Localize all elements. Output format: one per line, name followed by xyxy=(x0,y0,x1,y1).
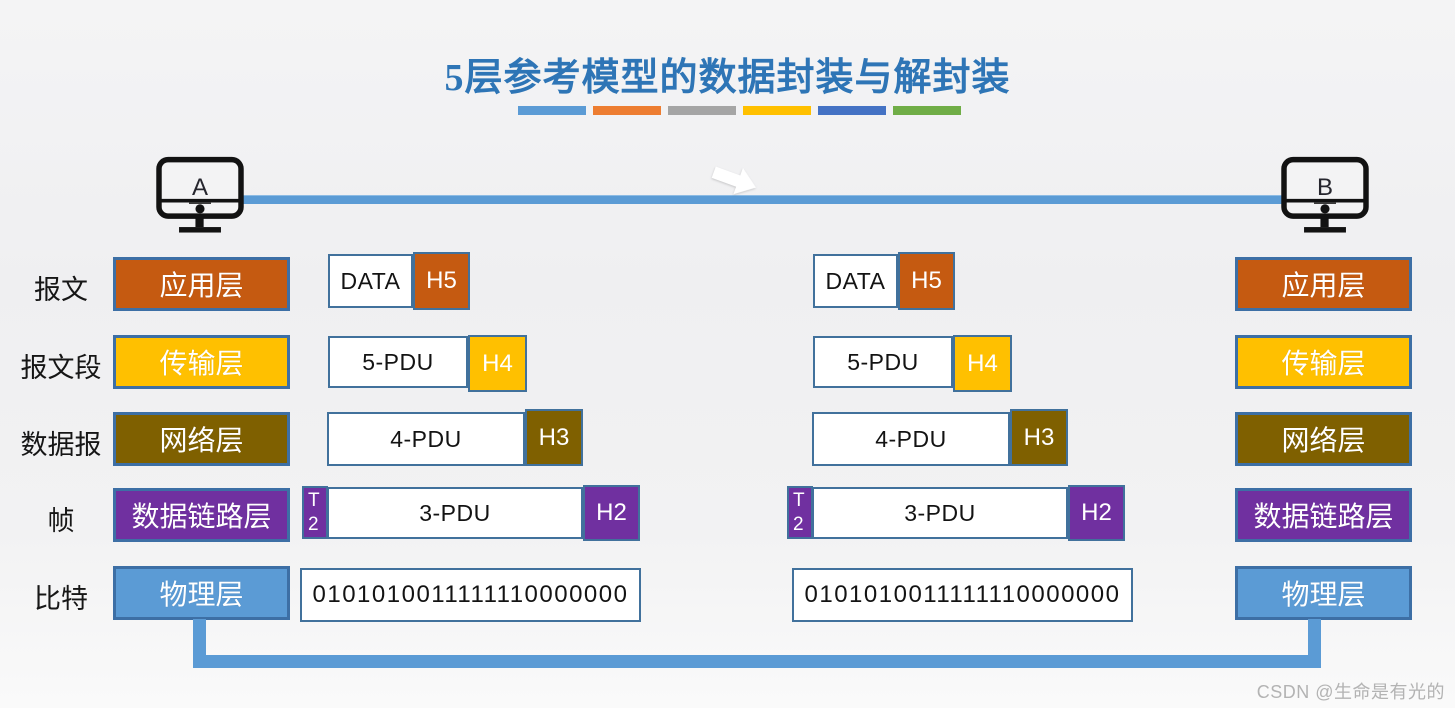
host-a: A xyxy=(154,156,246,238)
host-b-label: B xyxy=(1279,174,1371,204)
host-a-label: A xyxy=(154,174,246,204)
pdu-header-h5-right: H5 xyxy=(898,252,955,310)
layer-label: 应用层 xyxy=(159,271,244,302)
layer-box-transport-right: 传输层 xyxy=(1235,335,1412,389)
pdu-payload-5pdu-left: 5-PDU xyxy=(328,336,468,388)
monitor-b-icon xyxy=(1281,156,1369,233)
pdu-payload-3pdu-left: 3-PDU xyxy=(327,487,583,539)
divider-dash-darkblue xyxy=(818,106,886,115)
layer-label: 网络层 xyxy=(1281,426,1366,457)
divider-dash-blue xyxy=(518,106,586,115)
unit-label-message: 报文 xyxy=(34,275,88,305)
layer-box-transport-left: 传输层 xyxy=(113,335,290,389)
layer-label: 网络层 xyxy=(159,426,244,457)
layer-box-application-right: 应用层 xyxy=(1235,257,1412,311)
pdu-trailer-t2-left: T2 xyxy=(302,486,328,539)
layer-label: 数据链路层 xyxy=(131,502,272,533)
host-b: B xyxy=(1279,156,1371,238)
divider-dash-gold xyxy=(743,106,811,115)
pdu-header-h5-left: H5 xyxy=(413,252,470,310)
pdu-payload-data-right: DATA xyxy=(813,254,898,308)
page-title: 5层参考模型的数据封装与解封装 xyxy=(444,57,1011,99)
network-link-line xyxy=(238,195,1282,204)
pdu-header-h4-left: H4 xyxy=(468,335,527,392)
layer-label: 物理层 xyxy=(1281,580,1366,611)
pdu-payload-5pdu-right: 5-PDU xyxy=(813,336,953,388)
bit-stream-left: 0101010011111110000000 xyxy=(300,568,641,622)
accent-divider xyxy=(518,106,961,115)
pdu-header-h3-right: H3 xyxy=(1010,409,1068,466)
pdu-trailer-t2-right: T2 xyxy=(787,486,813,539)
physical-link-horizontal xyxy=(193,655,1321,668)
bit-stream-right: 0101010011111110000000 xyxy=(792,568,1133,622)
layer-box-application-left: 应用层 xyxy=(113,257,290,311)
pdu-payload-4pdu-left: 4-PDU xyxy=(327,412,525,466)
pdu-header-h3-left: H3 xyxy=(525,409,583,466)
layer-label: 应用层 xyxy=(1281,271,1366,302)
layer-box-physical-left: 物理层 xyxy=(113,566,290,620)
layer-box-network-right: 网络层 xyxy=(1235,412,1412,466)
layer-box-datalink-right: 数据链路层 xyxy=(1235,488,1412,542)
layer-label: 传输层 xyxy=(159,349,244,380)
divider-dash-green xyxy=(893,106,961,115)
pdu-header-h2-right: H2 xyxy=(1068,485,1125,541)
layer-label: 物理层 xyxy=(159,580,244,611)
monitor-a-icon xyxy=(156,156,244,233)
layer-label: 数据链路层 xyxy=(1253,502,1394,533)
layer-box-physical-right: 物理层 xyxy=(1235,566,1412,620)
physical-link-right-rise xyxy=(1308,619,1321,668)
pdu-payload-3pdu-right: 3-PDU xyxy=(812,487,1068,539)
unit-label-bit: 比特 xyxy=(34,584,88,614)
watermark: CSDN @生命是有光的 xyxy=(1256,682,1445,702)
layer-label: 传输层 xyxy=(1281,349,1366,380)
pdu-header-h4-right: H4 xyxy=(953,335,1012,392)
transfer-arrow-icon xyxy=(711,166,757,195)
layer-box-datalink-left: 数据链路层 xyxy=(113,488,290,542)
unit-label-datagram: 数据报 xyxy=(20,430,102,460)
divider-dash-gray xyxy=(668,106,736,115)
pdu-payload-4pdu-right: 4-PDU xyxy=(812,412,1010,466)
layer-box-network-left: 网络层 xyxy=(113,412,290,466)
divider-dash-orange xyxy=(593,106,661,115)
unit-label-segment: 报文段 xyxy=(20,353,102,383)
pdu-header-h2-left: H2 xyxy=(583,485,640,541)
pdu-payload-data-left: DATA xyxy=(328,254,413,308)
unit-label-frame: 帧 xyxy=(47,506,75,536)
